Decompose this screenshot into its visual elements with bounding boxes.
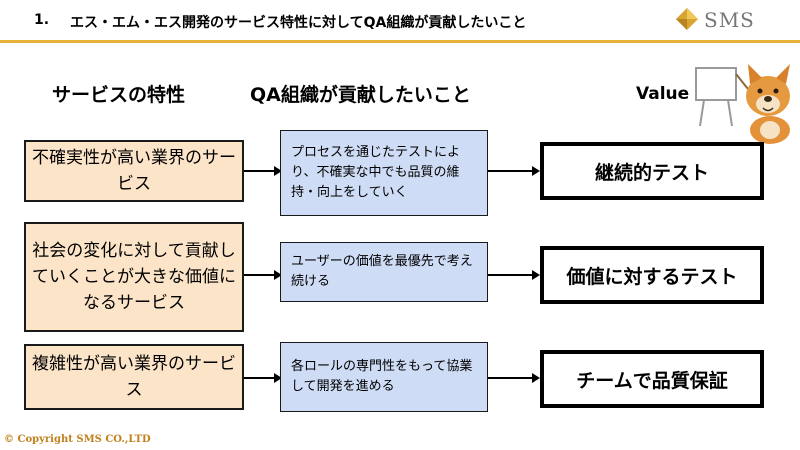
trait-box-3: 複雑性が高い業界のサービス [24,344,244,410]
column-header-qa-contribution: QA組織が貢献したいこと [250,84,471,106]
slide-title: エス・エム・エス開発のサービス特性に対してQA組織が貢献したいこと [70,15,527,31]
value-text-1: 継続的テスト [594,161,709,184]
trait-text-1: 不確実性が高い業界のサービス [32,148,236,194]
logo-text: SMS [704,8,755,32]
column-header-service-traits: サービスの特性 [52,84,186,106]
section-number: 1. [34,12,50,28]
value-text-2: 価値に対するテスト [566,265,738,288]
sms-logo: SMS [676,6,788,32]
value-box-2: 価値に対するテスト [540,246,764,304]
copyright-footer: © Copyright SMS CO.,LTD [4,434,151,445]
value-text-3: チームで品質保証 [576,369,728,392]
gold-diamond-icon [676,8,698,30]
qa-text-3: 各ロールの専門性をもって協業して開発を進める [291,359,473,394]
slide-header: 1. エス・エム・エス開発のサービス特性に対してQA組織が貢献したいこと [0,0,800,40]
trait-text-2: 社会の変化に対して貢献していくことが大きな価値になるサービス [32,241,236,313]
trait-text-3: 複雑性が高い業界のサービス [32,354,236,400]
dog-mascot-with-whiteboard-icon [695,64,790,144]
right-arrow-icon [244,270,282,280]
qa-box-2: ユーザーの価値を最優先で考え続ける [280,242,488,302]
right-arrow-icon [244,166,282,176]
right-arrow-icon [488,270,540,280]
qa-box-3: 各ロールの専門性をもって協業して開発を進める [280,342,488,412]
qa-text-1: プロセスを通じたテストにより、不確実な中でも品質の維持・向上をしていく [291,145,461,200]
value-box-3: チームで品質保証 [540,350,764,408]
value-box-1: 継続的テスト [540,142,764,200]
trait-box-2: 社会の変化に対して貢献していくことが大きな価値になるサービス [24,222,244,332]
trait-box-1: 不確実性が高い業界のサービス [24,140,244,202]
right-arrow-icon [244,373,282,383]
right-arrow-icon [488,166,540,176]
qa-text-2: ユーザーの価値を最優先で考え続ける [291,254,473,289]
right-arrow-icon [488,373,540,383]
header-underline [0,40,800,43]
column-header-value: Value [636,84,690,104]
qa-box-1: プロセスを通じたテストにより、不確実な中でも品質の維持・向上をしていく [280,130,488,216]
